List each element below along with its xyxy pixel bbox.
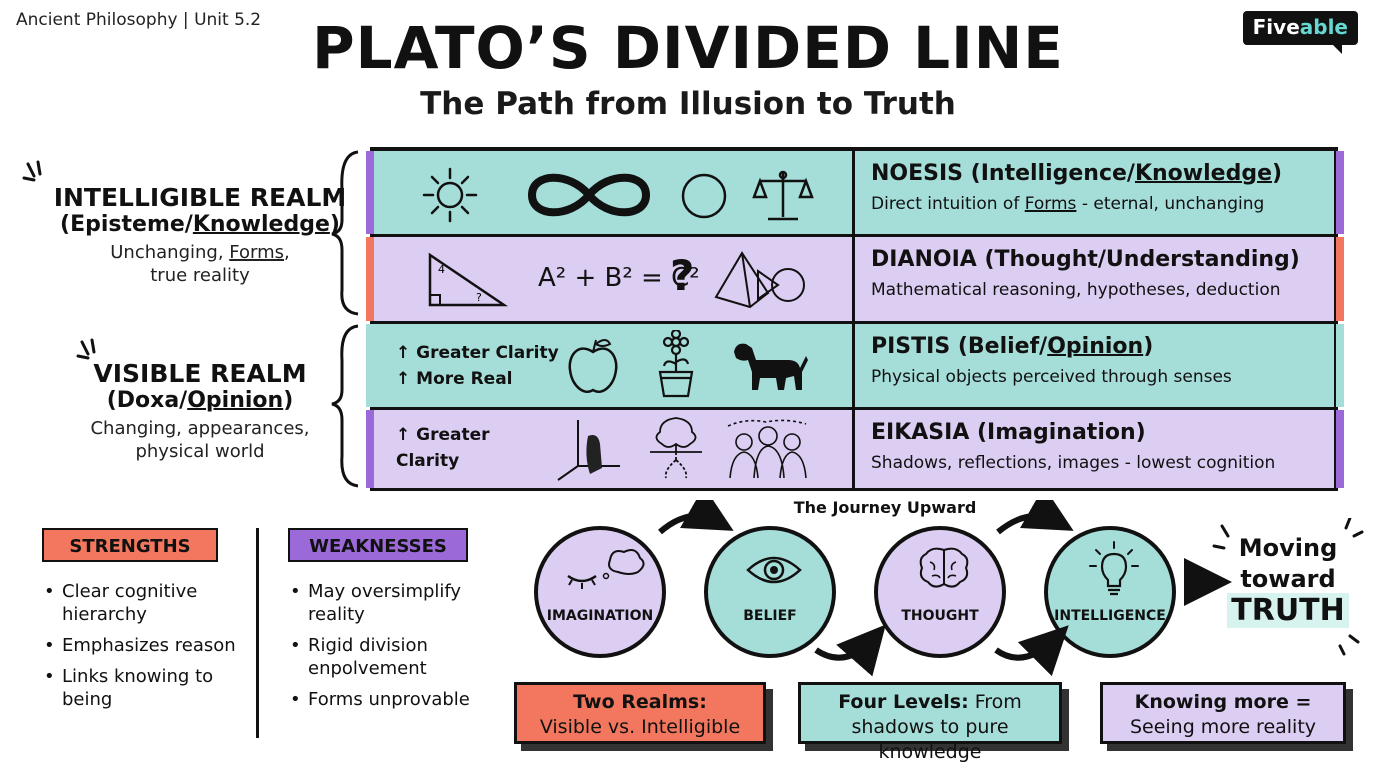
journey-node-label: BELIEF bbox=[743, 608, 797, 624]
level-desc-dianoia: Mathematical reasoning, hypotheses, dedu… bbox=[871, 280, 1281, 300]
lightbulb-icon bbox=[1089, 541, 1139, 596]
svg-text:4: 4 bbox=[438, 263, 445, 276]
row-edge bbox=[1336, 410, 1344, 488]
noesis-text: NOESIS (Intelligence/Knowledge) Direct i… bbox=[855, 151, 1334, 234]
people-sketch-icon bbox=[727, 419, 807, 479]
divider bbox=[256, 528, 259, 738]
level-name-eikasia: EIKASIA (Imagination) bbox=[871, 420, 1146, 445]
emphasis-marks-icon bbox=[76, 338, 96, 360]
level-name-pistis: PISTIS (Belief/Opinion) bbox=[871, 334, 1154, 359]
pistis-icons: ↑ Greater Clarity↑ More Real bbox=[374, 324, 855, 407]
row-dianoia: 4 ? A² + B² = C² ? DIANOIA (Thought/Unde… bbox=[366, 237, 1344, 324]
eikasia-text: EIKASIA (Imagination) Shadows, reflectio… bbox=[855, 410, 1334, 488]
row-noesis: NOESIS (Intelligence/Knowledge) Direct i… bbox=[366, 151, 1344, 237]
intelligible-sub: (Episteme/Knowledge) bbox=[60, 212, 340, 237]
intelligible-realm-label: INTELLIGIBLE REALM (Episteme/Knowledge) … bbox=[30, 183, 370, 288]
intelligible-heading: INTELLIGIBLE REALM bbox=[53, 183, 347, 212]
sleeping-eye-icon bbox=[567, 549, 645, 589]
journey-arrows bbox=[658, 500, 1232, 677]
intelligible-desc: Unchanging, Forms,true reality bbox=[110, 242, 290, 287]
divided-line-table: NOESIS (Intelligence/Knowledge) Direct i… bbox=[366, 147, 1344, 491]
shadow-icon bbox=[557, 420, 620, 481]
list-item: Clear cognitive hierarchy bbox=[44, 580, 244, 626]
journey-node-label: INTELLIGENCE bbox=[1054, 608, 1166, 624]
strengths-ribbon: STRENGTHS bbox=[42, 528, 218, 562]
flower-pot-icon bbox=[658, 330, 694, 398]
list-item: Emphasizes reason bbox=[44, 634, 244, 657]
level-name-dianoia: DIANOIA (Thought/Understanding) bbox=[871, 247, 1300, 272]
list-item: Links knowing to being bbox=[44, 665, 244, 711]
visible-desc: Changing, appearances,physical world bbox=[90, 418, 310, 463]
realm-braces bbox=[331, 150, 359, 488]
journey-title: The Journey Upward bbox=[793, 498, 977, 517]
row-pistis: ↑ Greater Clarity↑ More Real PISTIS (Bel… bbox=[366, 324, 1344, 410]
row-edge bbox=[1336, 151, 1344, 234]
journey-node-label: IMAGINATION bbox=[546, 608, 654, 624]
visible-sub: (Doxa/Opinion) bbox=[106, 388, 294, 413]
fiveable-logo[interactable]: Fiveable bbox=[1242, 11, 1358, 54]
page-subtitle: The Path from Illusion to Truth bbox=[420, 86, 956, 122]
noesis-icons bbox=[374, 151, 855, 234]
pistis-text: PISTIS (Belief/Opinion) Physical objects… bbox=[855, 324, 1334, 407]
journey-node-label: THOUGHT bbox=[901, 608, 979, 624]
row-edge bbox=[366, 410, 374, 488]
infinity-icon bbox=[527, 173, 651, 217]
visible-realm-label: VISIBLE REALM (Doxa/Opinion) Changing, a… bbox=[30, 359, 370, 464]
weaknesses-list: May oversimplify reality Rigid division … bbox=[290, 580, 500, 719]
row-edge bbox=[366, 151, 374, 234]
triangle-icon: 4 ? bbox=[428, 252, 509, 307]
sun-icon bbox=[422, 167, 478, 223]
truth-label: Moving toward TRUTH bbox=[1218, 533, 1358, 628]
clarity-note: ↑ Greater Clarity↑ More Real bbox=[396, 343, 559, 389]
dianoia-text: DIANOIA (Thought/Understanding) Mathemat… bbox=[855, 237, 1334, 321]
row-edge bbox=[1336, 237, 1344, 321]
level-desc-eikasia: Shadows, reflections, images - lowest co… bbox=[871, 453, 1276, 473]
brand-name-a: Five bbox=[1252, 15, 1300, 39]
brain-icon bbox=[919, 547, 969, 588]
journey-node-thought: THOUGHT bbox=[874, 526, 1006, 658]
page-title: PLATO’S DIVIDED LINE bbox=[312, 14, 1064, 82]
emphasis-marks-icon bbox=[1212, 518, 1364, 656]
level-name-noesis: NOESIS (Intelligence/Knowledge) bbox=[871, 161, 1283, 186]
course-label: Ancient Philosophy | Unit 5.2 bbox=[16, 10, 262, 30]
eye-icon bbox=[746, 556, 802, 584]
summary-knowing-more: Knowing more =Seeing more reality bbox=[1100, 682, 1346, 744]
apple-icon bbox=[568, 339, 618, 393]
scales-icon bbox=[752, 170, 814, 221]
weaknesses-ribbon: WEAKNESSES bbox=[288, 528, 468, 562]
dianoia-icons: 4 ? A² + B² = C² ? bbox=[374, 237, 855, 321]
list-item: May oversimplify reality bbox=[290, 580, 500, 626]
emphasis-marks-icon bbox=[22, 160, 42, 182]
journey-node-imagination: IMAGINATION bbox=[534, 526, 666, 658]
pyramid-icon bbox=[714, 251, 805, 309]
question-mark: ? bbox=[670, 251, 695, 300]
list-item: Forms unprovable bbox=[290, 688, 500, 711]
brand-name-b: able bbox=[1299, 15, 1348, 39]
summary-two-realms: Two Realms:Visible vs. Intelligible bbox=[514, 682, 766, 744]
truth-word: TRUTH bbox=[1227, 593, 1349, 628]
pythagoras-formula: A² + B² = C² bbox=[538, 263, 700, 293]
row-edge bbox=[366, 324, 374, 407]
tree-reflection-icon bbox=[650, 417, 702, 479]
row-edge bbox=[1336, 324, 1344, 407]
dog-icon bbox=[734, 343, 808, 390]
journey-node-belief: BELIEF bbox=[704, 526, 836, 658]
svg-text:?: ? bbox=[476, 291, 482, 304]
circle-icon bbox=[681, 173, 727, 219]
visible-heading: VISIBLE REALM bbox=[93, 359, 307, 388]
row-edge bbox=[366, 237, 374, 321]
level-desc-pistis: Physical objects perceived through sense… bbox=[871, 367, 1232, 387]
list-item: Rigid division enpolvement bbox=[290, 634, 500, 680]
strengths-list: Clear cognitive hierarchy Emphasizes rea… bbox=[44, 580, 244, 719]
level-desc-noesis: Direct intuition of Forms - eternal, unc… bbox=[871, 194, 1265, 214]
